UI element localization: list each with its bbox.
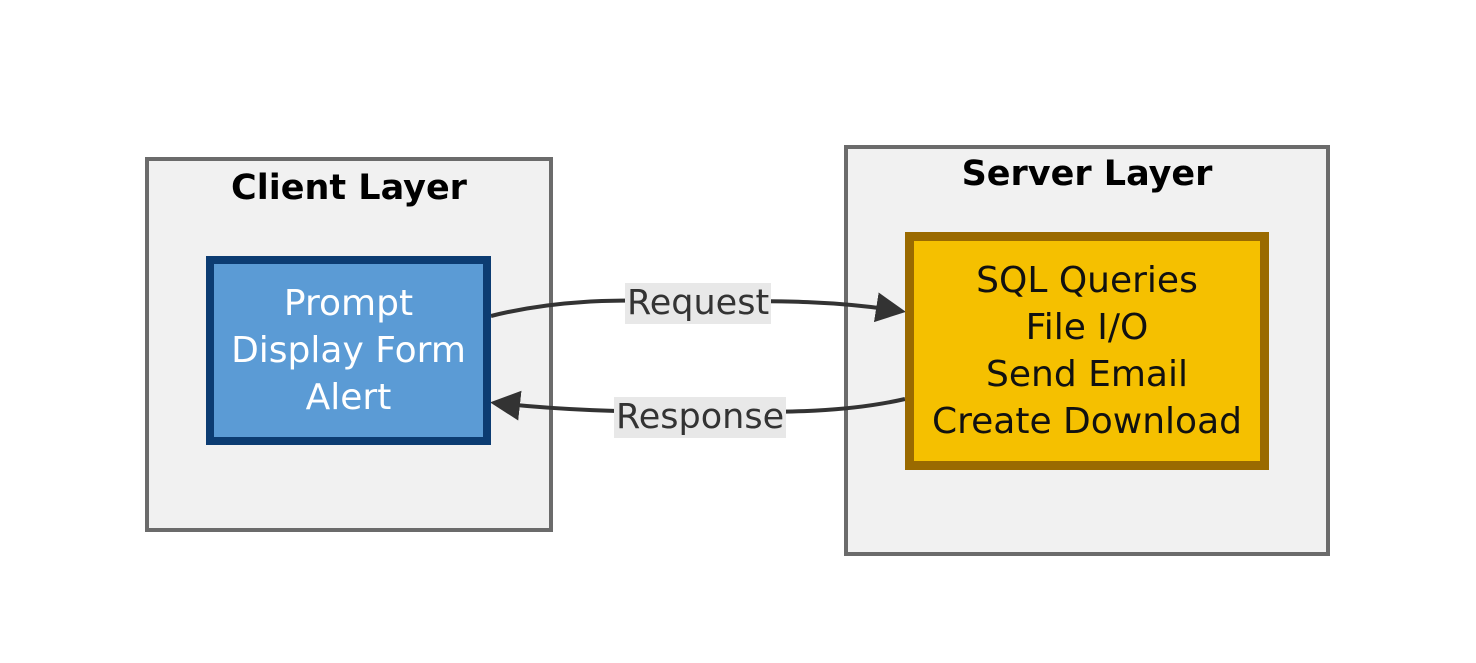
client-layer-title: Client Layer <box>231 168 467 208</box>
server-node-line-send-email: Send Email <box>986 354 1188 395</box>
request-edge-label: Request <box>625 283 772 324</box>
client-node-line-display-form: Display Form <box>231 330 466 371</box>
client-node[interactable]: Prompt Display Form Alert <box>206 256 491 445</box>
server-node-line-create-download: Create Download <box>931 401 1242 442</box>
server-node[interactable]: SQL Queries File I/O Send Email Create D… <box>905 232 1269 470</box>
server-node-line-file-io: File I/O <box>1025 307 1149 348</box>
response-edge-label: Response <box>614 397 787 438</box>
client-node-line-prompt: Prompt <box>283 283 414 324</box>
server-node-line-sql-queries: SQL Queries <box>976 260 1198 301</box>
server-layer-title: Server Layer <box>961 154 1213 194</box>
client-node-line-alert: Alert <box>305 377 392 418</box>
